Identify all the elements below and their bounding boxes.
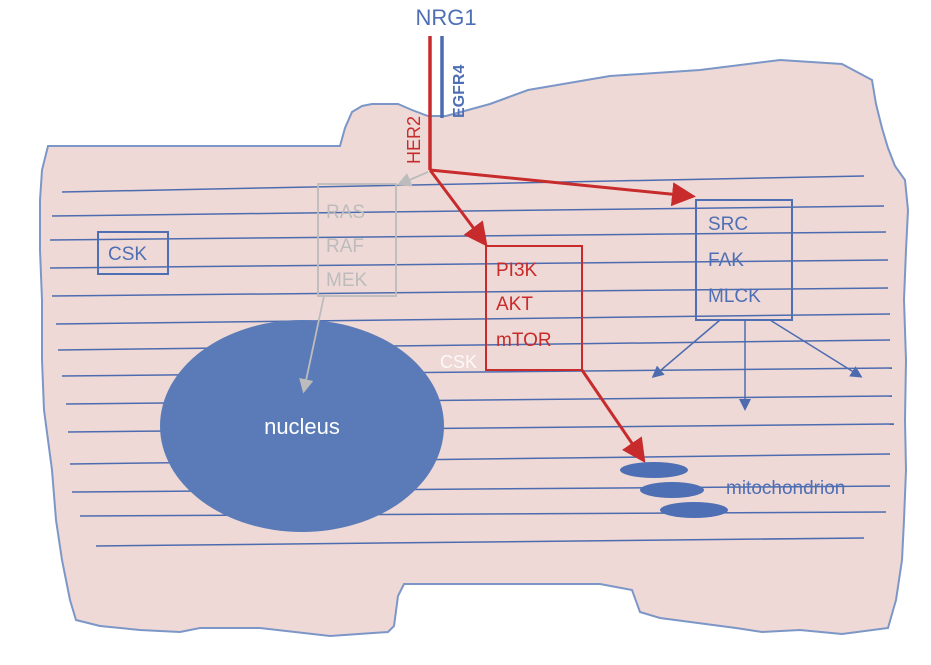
gray-signaling-arrows bbox=[299, 171, 429, 394]
mitochondrion-1 bbox=[620, 462, 688, 478]
filament-line bbox=[61, 175, 865, 193]
blue-downstream-arrows bbox=[651, 319, 863, 411]
egfr4-label: EGFR4 bbox=[451, 65, 468, 118]
src-label: SRC bbox=[708, 214, 748, 235]
pi3k-label: PI3K bbox=[496, 260, 538, 281]
filament-line bbox=[57, 339, 891, 351]
red-pathway-box bbox=[485, 245, 583, 371]
mtor-to-mitochondrion-arrow bbox=[580, 369, 646, 463]
fak-label: FAK bbox=[708, 250, 744, 271]
raf-label: RAF bbox=[326, 236, 364, 257]
mtor-label: mTOR bbox=[496, 330, 552, 351]
nucleus-label: nucleus bbox=[264, 414, 340, 439]
gray-pathway-box bbox=[317, 183, 397, 297]
csk-faint-label: CSK bbox=[440, 352, 477, 372]
mek-to-nucleus-arrow bbox=[299, 295, 325, 394]
mlck-label: MLCK bbox=[708, 286, 761, 307]
blue-pathway-box bbox=[695, 199, 793, 321]
akt-label: AKT bbox=[496, 294, 533, 315]
ligand-label: NRG1 bbox=[415, 5, 476, 30]
filament-line bbox=[55, 313, 891, 325]
mitochondria bbox=[620, 462, 728, 518]
csk-label: CSK bbox=[108, 244, 147, 265]
blue-arrow-left bbox=[651, 319, 721, 378]
mek-label: MEK bbox=[326, 270, 368, 291]
filament-line bbox=[51, 205, 885, 217]
filament-line bbox=[79, 511, 887, 517]
filament-line bbox=[49, 259, 889, 269]
filament-line bbox=[51, 287, 889, 297]
filament-line bbox=[95, 537, 865, 547]
her2-to-src-arrow bbox=[429, 168, 696, 207]
mitochondrion-3 bbox=[660, 502, 728, 518]
her2-to-pi3k-arrow bbox=[428, 169, 488, 247]
mitochondrion-2 bbox=[640, 482, 704, 498]
nucleus-body bbox=[160, 320, 444, 532]
blue-arrow-right bbox=[769, 319, 863, 378]
ras-label: RAS bbox=[326, 202, 365, 223]
red-signaling-arrows bbox=[428, 168, 696, 463]
csk-box bbox=[97, 231, 169, 275]
mitochondrion-label: mitochondrion bbox=[726, 478, 845, 499]
her2-to-ras-arrow bbox=[396, 171, 429, 187]
her2-label: HER2 bbox=[404, 116, 424, 164]
